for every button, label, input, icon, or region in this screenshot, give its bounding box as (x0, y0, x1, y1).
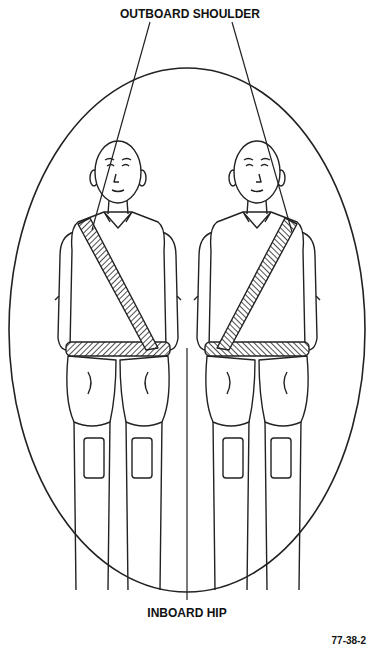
callout-label: OUTBOARD SHOULDER (120, 7, 260, 21)
callout-label: INBOARD HIP (147, 606, 226, 620)
figure-number: 77-38-2 (332, 634, 366, 648)
